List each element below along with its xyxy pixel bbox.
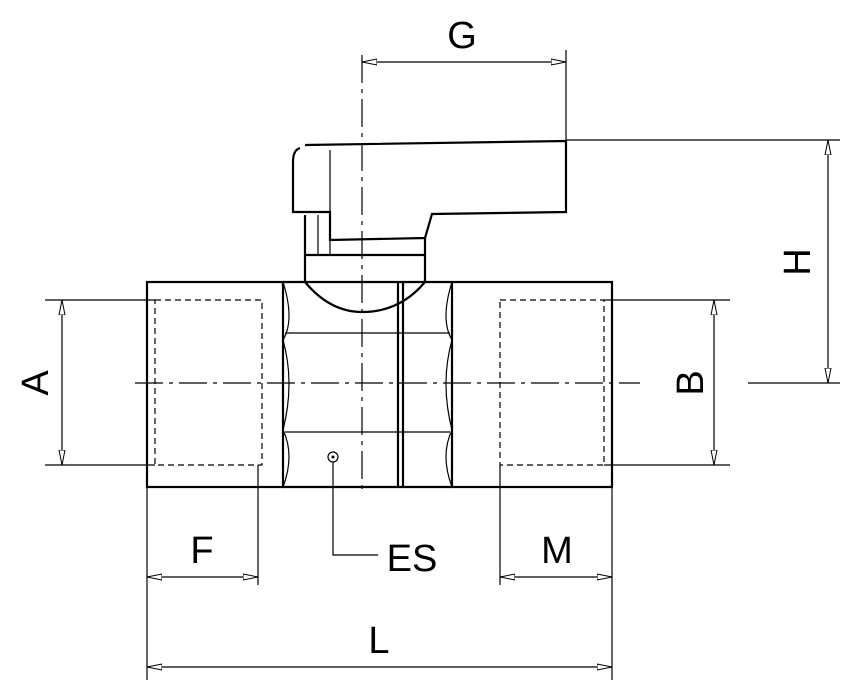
- label-h: H: [777, 248, 819, 275]
- dimension-h: H: [566, 139, 840, 384]
- label-l: L: [368, 620, 389, 662]
- dimension-a: A: [15, 299, 155, 466]
- es-leader: ES: [332, 462, 438, 580]
- dimension-m: M: [499, 465, 613, 680]
- dimension-f: F: [146, 465, 259, 680]
- label-m: M: [541, 530, 573, 572]
- label-b: B: [670, 370, 712, 395]
- label-g: G: [447, 15, 477, 57]
- label-f: F: [190, 530, 213, 572]
- valve-body: [145, 280, 614, 489]
- label-es: ES: [387, 538, 438, 580]
- label-a: A: [15, 370, 57, 396]
- valve-handle: [291, 139, 568, 314]
- dimension-b: B: [604, 299, 730, 466]
- dimension-g: G: [362, 15, 567, 141]
- dimension-l: L: [147, 620, 612, 667]
